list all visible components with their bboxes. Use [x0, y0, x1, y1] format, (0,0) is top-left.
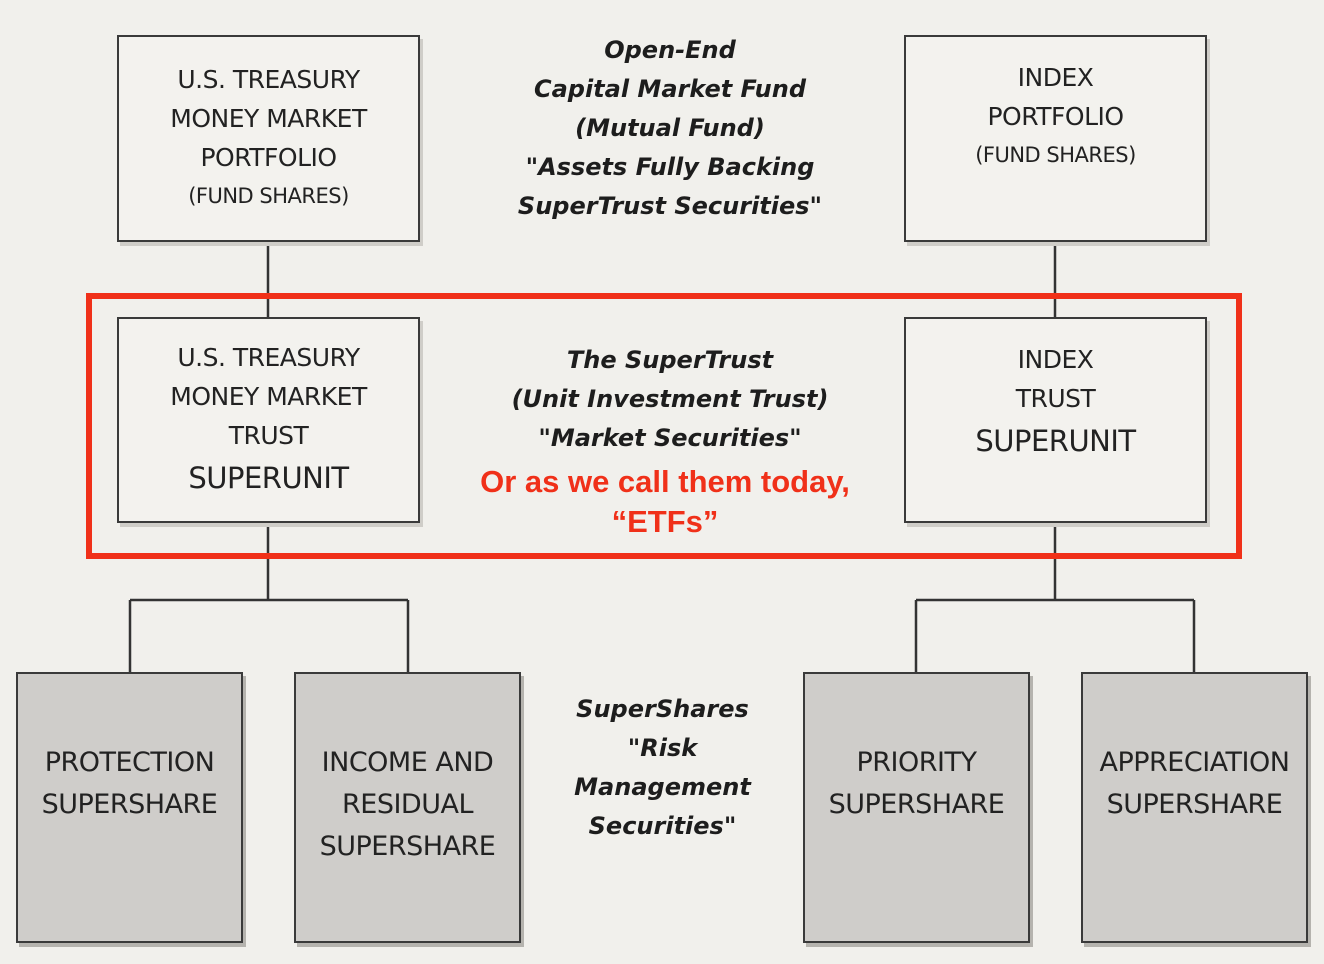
index-portfolio-box: INDEX PORTFOLIO (FUND SHARES): [904, 35, 1207, 242]
fund-caption-line-5: SuperTrust Securities": [517, 192, 823, 220]
index-trust-line-2: TRUST: [1015, 383, 1096, 413]
index-portfolio-line-2: PORTFOLIO: [987, 101, 1124, 131]
trust-caption: The SuperTrust (Unit Investment Trust) "…: [470, 341, 870, 458]
income-residual-supershare-box: INCOME AND RESIDUAL SUPERSHARE: [294, 672, 521, 943]
treasury-portfolio-line-1: U.S. TREASURY: [177, 65, 360, 95]
supershares-caption-line-4: Securities": [588, 812, 737, 840]
appreciation-line-1: APPRECIATION: [1099, 747, 1290, 778]
index-trust-superunit-box: INDEX TRUST SUPERUNIT: [904, 317, 1207, 523]
income-residual-line-3: SUPERSHARE: [319, 830, 496, 862]
priority-supershare-box: PRIORITY SUPERSHARE: [803, 672, 1030, 943]
trust-caption-line-2: (Unit Investment Trust): [511, 385, 829, 413]
supershares-caption-line-2: "Risk: [627, 734, 698, 762]
index-portfolio-line-3: (FUND SHARES): [975, 142, 1136, 167]
fund-caption-line-3: (Mutual Fund): [575, 114, 765, 142]
treasury-portfolio-line-3: PORTFOLIO: [200, 142, 337, 172]
income-residual-line-2: RESIDUAL: [342, 788, 474, 820]
index-trust-line-3: SUPERUNIT: [975, 423, 1136, 458]
treasury-trust-line-1: U.S. TREASURY: [177, 343, 360, 373]
etf-highlight-frame: [86, 293, 1242, 559]
fund-caption: Open-End Capital Market Fund (Mutual Fun…: [470, 31, 870, 226]
fund-caption-line-1: Open-End: [604, 36, 736, 64]
treasury-trust-line-4: SUPERUNIT: [188, 460, 349, 495]
protection-line-2: SUPERSHARE: [41, 788, 218, 820]
treasury-portfolio-box: U.S. TREASURY MONEY MARKET PORTFOLIO (FU…: [117, 35, 420, 242]
fund-caption-line-2: Capital Market Fund: [533, 75, 807, 103]
supershares-caption: SuperShares "Risk Management Securities": [520, 690, 805, 846]
income-residual-line-1: INCOME AND: [321, 747, 494, 778]
protection-line-1: PROTECTION: [44, 747, 215, 778]
etf-annotation-line-1: Or as we call them today,: [480, 464, 850, 499]
etf-annotation: Or as we call them today, “ETFs”: [440, 462, 890, 542]
index-trust-line-1: INDEX: [1017, 345, 1094, 374]
supershares-caption-line-1: SuperShares: [576, 695, 749, 723]
appreciation-line-2: SUPERSHARE: [1106, 788, 1283, 820]
treasury-portfolio-line-2: MONEY MARKET: [170, 104, 367, 134]
supershares-caption-line-3: Management: [574, 773, 751, 801]
protection-supershare-box: PROTECTION SUPERSHARE: [16, 672, 243, 943]
etf-annotation-line-2: “ETFs”: [611, 504, 719, 539]
appreciation-supershare-box: APPRECIATION SUPERSHARE: [1081, 672, 1308, 943]
treasury-trust-line-2: MONEY MARKET: [170, 382, 367, 412]
trust-caption-line-1: The SuperTrust: [566, 346, 774, 374]
treasury-trust-superunit-box: U.S. TREASURY MONEY MARKET TRUST SUPERUN…: [117, 317, 420, 523]
treasury-portfolio-line-4: (FUND SHARES): [188, 183, 349, 208]
priority-line-2: SUPERSHARE: [828, 788, 1005, 820]
treasury-trust-line-3: TRUST: [228, 420, 309, 450]
index-portfolio-line-1: INDEX: [1017, 63, 1094, 92]
trust-caption-line-3: "Market Securities": [538, 424, 802, 452]
priority-line-1: PRIORITY: [856, 747, 977, 778]
fund-caption-line-4: "Assets Fully Backing: [525, 153, 815, 181]
